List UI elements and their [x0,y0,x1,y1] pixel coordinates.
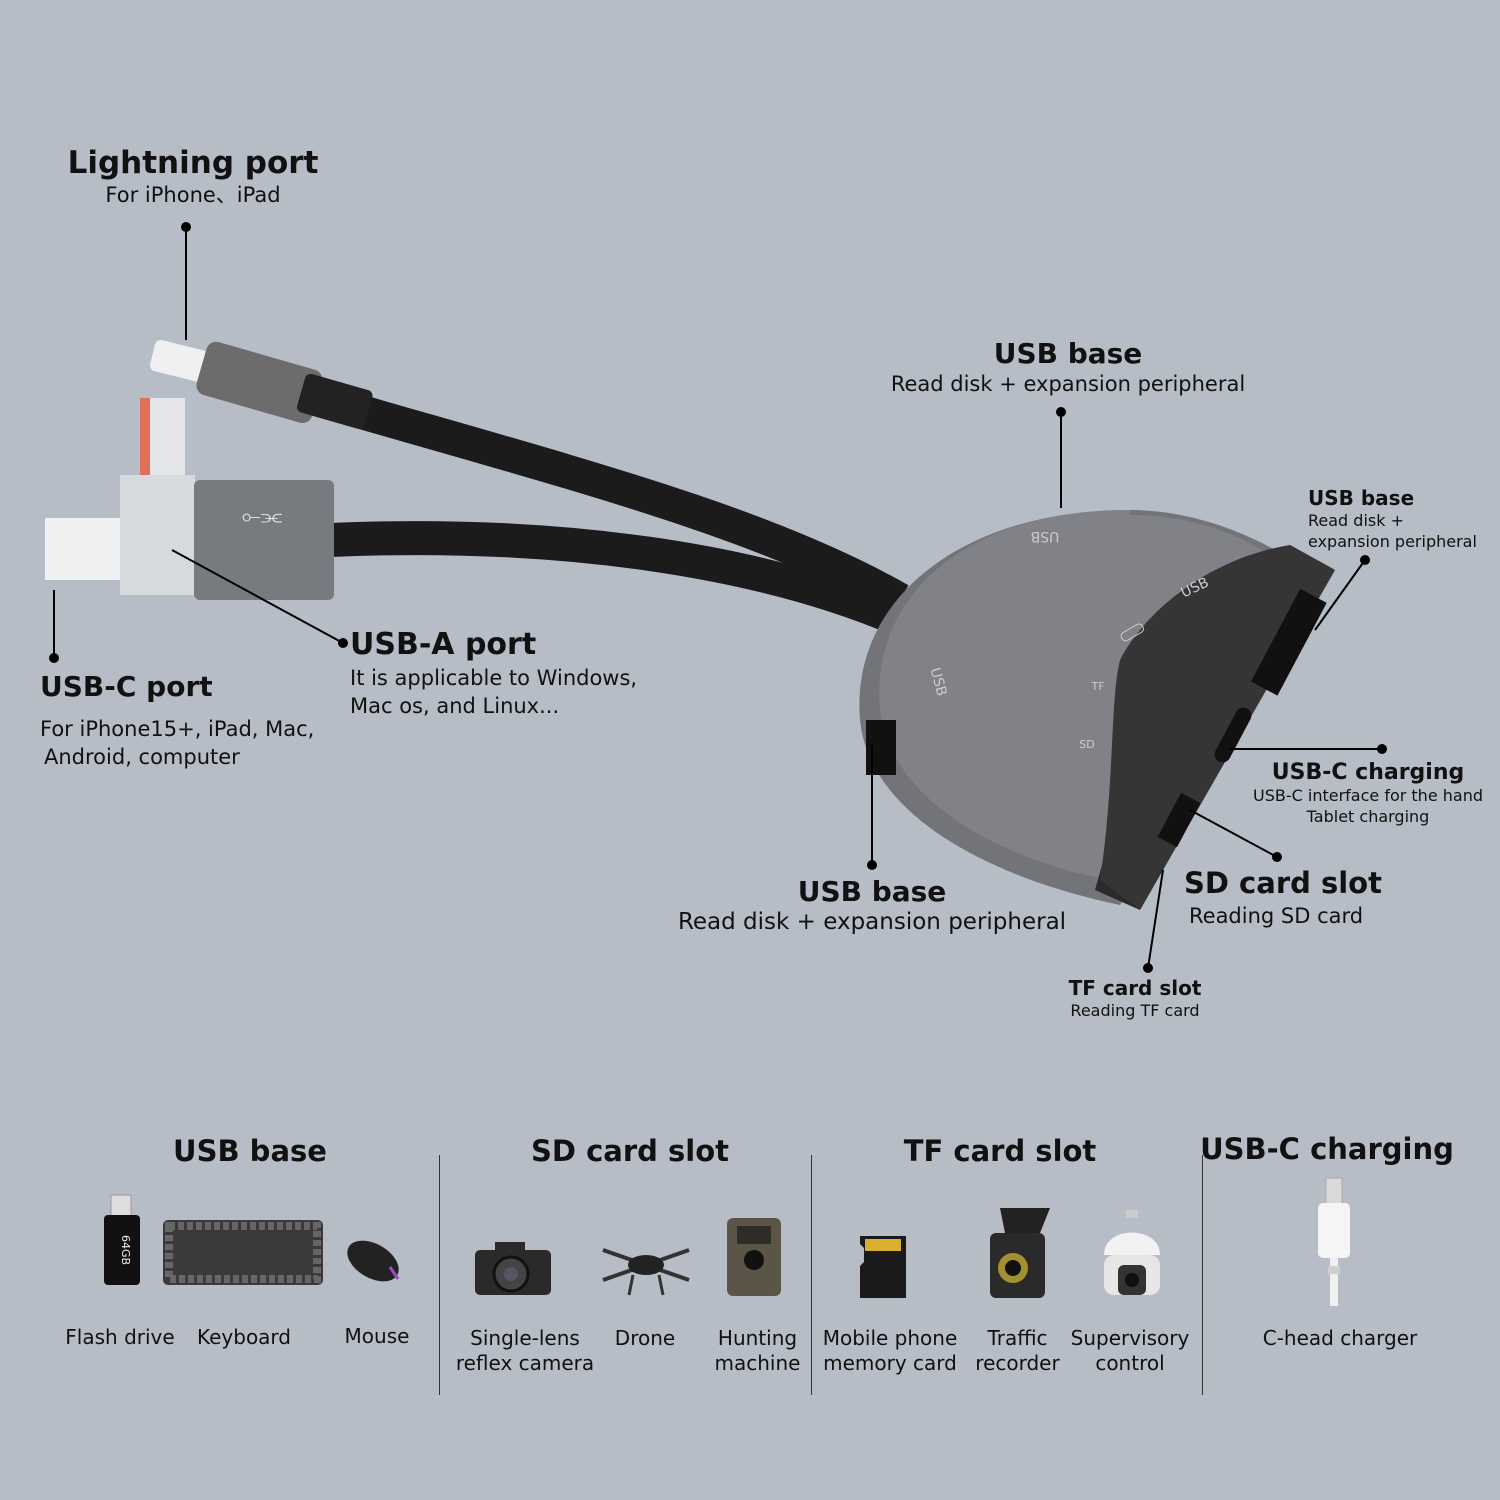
dash-cam-icon [990,1208,1050,1298]
usb-port-label: USB [927,666,950,698]
callout-usb-c-port: USB-C port For iPhone15+, iPad, Mac, And… [40,670,314,771]
item-label-drone: Drone [614,1326,676,1350]
callout-usb-base-top: USB base Read disk + expansion periphera… [868,337,1268,398]
label-line: control [1095,1351,1165,1375]
item-label-keyboard: Keyboard [196,1325,291,1349]
divider [439,1155,440,1395]
category-title-usb-c-charging: USB-C charging [1200,1132,1454,1166]
callout-sd-card-slot: SD card slot Reading SD card [1184,866,1382,930]
tf-slot-label: TF [1090,680,1104,693]
label-line: Single-lens [470,1326,580,1350]
item-label-c-head-charger: C-head charger [1262,1326,1418,1350]
callout-desc-line: expansion peripheral [1308,532,1477,551]
usb-port-label: USB [1031,528,1060,544]
svg-text:⟜⫘: ⟜⫘ [242,502,283,530]
label-line: Traffic [987,1326,1048,1350]
callout-desc-line: For iPhone15+, iPad, Mac, [40,717,315,741]
hub-body: USB USB USB TF SD [859,510,1335,910]
leader-lines [49,222,1387,973]
callout-desc-line: Mac os, and Linux... [350,694,560,718]
item-label-flash-drive: Flash drive [65,1325,175,1349]
lightning-connector [149,339,373,429]
security-camera-icon [1104,1210,1160,1295]
category-title-tf-card-slot: TF card slot [903,1134,1097,1168]
callout-desc: Reading SD card [1189,904,1364,928]
callout-usb-base-bottom: USB base Read disk + expansion periphera… [672,875,1072,936]
callout-title: USB-C charging [1271,760,1465,785]
label-line: machine [714,1351,801,1375]
category-title-sd-card-slot: SD card slot [531,1134,729,1168]
callout-desc-line: Read disk + [1308,511,1404,530]
callout-desc-line: It is applicable to Windows, [350,666,638,690]
item-label-memory-card: Mobile phone memory card [815,1326,965,1376]
label-line: Mobile phone [822,1326,958,1350]
label-line: Supervisory [1070,1326,1190,1350]
callout-usb-base-right: USB base Read disk + expansion periphera… [1308,486,1477,552]
drone-icon [602,1248,690,1296]
label-line: reflex camera [455,1351,595,1375]
sd-slot-label: SD [1079,738,1094,751]
callout-desc: For iPhone、iPad [105,183,281,207]
callout-desc-line: Tablet charging [1306,807,1430,826]
trail-camera-icon [727,1218,781,1296]
lightning-cable [315,383,909,615]
callout-title: USB-A port [350,627,537,662]
callout-desc-line: Android, computer [44,745,240,769]
callout-desc: Reading TF card [1070,1001,1200,1020]
mouse-icon [347,1240,400,1282]
callout-title: USB-C port [40,670,213,703]
callout-usb-c-charging: USB-C charging USB-C interface for the h… [1245,760,1491,827]
callout-tf-card-slot: TF card slot Reading TF card [1055,976,1215,1021]
callout-title: USB base [1308,486,1415,510]
item-label-mouse: Mouse [344,1324,410,1348]
item-label-hunting-machine: Hunting machine [705,1326,810,1376]
usb-a-cable [329,521,907,636]
item-label-supervisory-control: Supervisory control [1065,1326,1195,1376]
keyboard-icon [163,1220,323,1285]
usb-connector: ⟜⫘ [45,398,334,600]
flash-drive-icon: 64GB [104,1194,140,1285]
callout-title: TF card slot [1068,976,1202,1000]
callout-desc: Read disk + expansion peripheral [677,909,1067,935]
callout-title: SD card slot [1184,866,1382,900]
label-line: Hunting [717,1326,798,1350]
callout-title: USB base [797,875,947,908]
label-line: recorder [975,1351,1060,1375]
usb-c-charger-icon [1318,1177,1350,1306]
callout-lightning-port: Lightning port For iPhone、iPad [60,145,326,209]
callout-title: Lightning port [67,145,319,181]
divider [1202,1155,1203,1395]
label-line: memory card [823,1351,957,1375]
callout-desc-line: USB-C interface for the hand [1253,786,1483,805]
callout-usb-a-port: USB-A port It is applicable to Windows, … [350,627,637,720]
callout-title: USB base [993,337,1143,370]
category-title-usb-base: USB base [173,1134,327,1168]
flash-drive-capacity: 64GB [119,1235,132,1265]
product-hub-illustration: ⟜⫘ USB USB USB TF SD [45,222,1387,973]
item-label-slr-camera: Single-lens reflex camera [450,1326,600,1376]
camera-icon [475,1242,551,1295]
divider [811,1155,812,1395]
item-label-traffic-recorder: Traffic recorder [965,1326,1070,1376]
memory-card-icon [860,1236,906,1298]
callout-desc: Read disk + expansion peripheral [890,372,1246,396]
